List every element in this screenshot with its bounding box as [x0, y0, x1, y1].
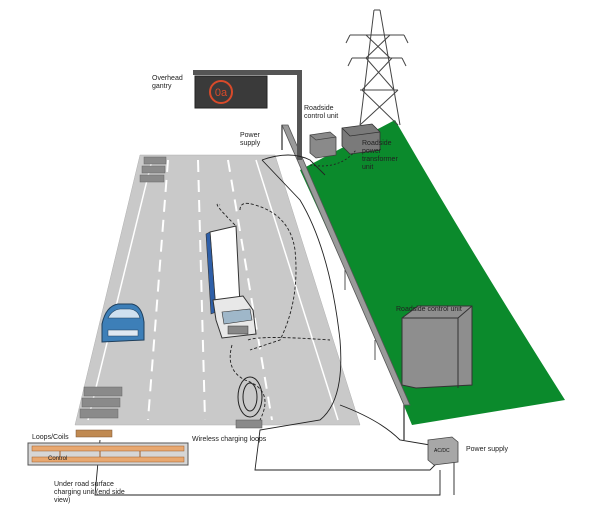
label-power-supply-bottom: Power supply: [466, 446, 509, 453]
acdc-box: [427, 436, 459, 466]
label-power-supply-top: Power supply: [240, 132, 261, 147]
car: [101, 303, 145, 343]
label-loops-coils: Loops/Coils: [32, 434, 69, 441]
roadside-control-unit-box-field: [401, 305, 473, 389]
label-roadside-control-unit-top: Roadside control unit: [304, 105, 339, 120]
wireless-charging-loops-graphic: [237, 376, 263, 418]
roadside-green-field: [300, 120, 565, 425]
shoulder-pads-bottom: [79, 386, 123, 419]
label-roadside-power-transformer-unit: Roadside power transformer unit: [362, 140, 398, 171]
label-overhead-gantry: Overhead gantry: [152, 75, 183, 90]
label-wireless-charging-loops: Wireless charging loops: [192, 436, 267, 443]
transformer-unit-box: [341, 123, 381, 155]
pylon: [345, 9, 409, 126]
charging-loop-pad: [235, 419, 263, 429]
power-cables: [94, 149, 455, 496]
truck: [205, 225, 257, 339]
label-under-road-unit: Under road surface charging unit (end si…: [54, 481, 125, 504]
label-roadside-control-unit-field: Roadside control unit: [396, 306, 462, 313]
overhead-gantry: [193, 70, 302, 160]
gantry-display-text: 0a: [215, 87, 228, 99]
acdc-label: AC/DC: [434, 448, 450, 454]
label-control: Control: [48, 456, 68, 462]
guard-rail: [281, 124, 411, 440]
roadside-control-unit-box-top: [309, 131, 337, 159]
lane-markings: [87, 159, 339, 421]
shoulder-pads-top: [139, 156, 167, 183]
under-road-charging-unit: [27, 429, 189, 466]
